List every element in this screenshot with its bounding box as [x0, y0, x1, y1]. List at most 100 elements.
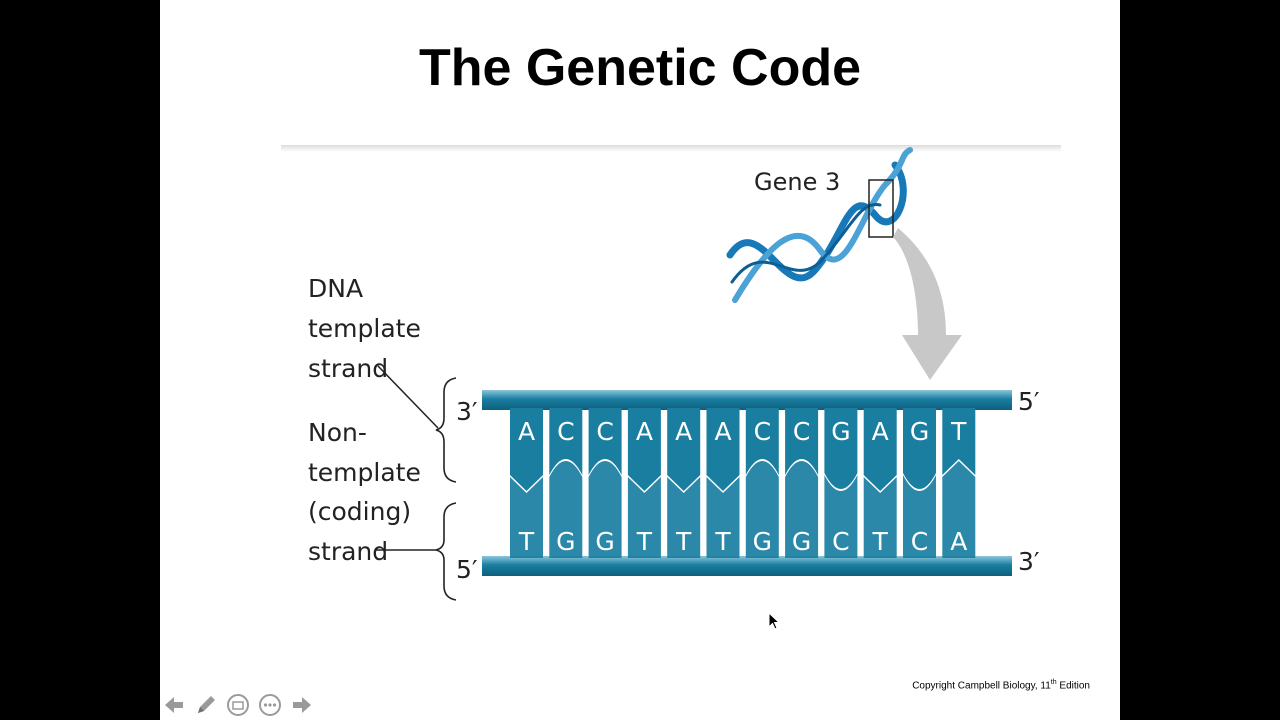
back-arrow-icon [165, 697, 183, 713]
copyright-suffix: Edition [1056, 680, 1090, 692]
template-base-letter: A [518, 417, 535, 446]
copyright-note: Copyright Campbell Biology, 11th Edition [912, 679, 1090, 691]
template-leader-line [377, 365, 439, 429]
coding-3-end-label: 3′ [1018, 547, 1040, 576]
coding-base-letter: C [911, 527, 928, 556]
template-base-block [785, 408, 819, 475]
forward-arrow-icon [293, 697, 311, 713]
coding-label-line-1: Non- [308, 418, 367, 447]
template-base-letter: T [950, 417, 967, 446]
mouse-cursor [768, 612, 781, 630]
template-base-block [824, 408, 858, 489]
coding-base-letter: A [950, 527, 967, 556]
coding-base-block [824, 475, 858, 558]
coding-base-block [863, 477, 897, 558]
coding-5-end-label: 5′ [456, 555, 478, 584]
template-base-letter: C [754, 417, 771, 446]
template-base-block [745, 408, 779, 475]
coding-label-line-4: strand [308, 537, 388, 566]
presenter-controls [162, 692, 314, 718]
coding-label-line-2: template [308, 458, 421, 487]
template-base-letter: C [596, 417, 613, 446]
coding-base-letter: C [832, 527, 849, 556]
template-base-letter: A [675, 417, 692, 446]
base-pair-7: CG [745, 408, 779, 558]
coding-base-letter: T [675, 527, 692, 556]
template-base-letter: A [872, 417, 889, 446]
coding-base-letter: T [636, 527, 653, 556]
slide-overview-button[interactable] [226, 693, 250, 717]
pen-icon [198, 696, 215, 713]
template-base-block [942, 408, 976, 475]
coding-strand-backbone [482, 556, 1012, 576]
coding-base-block [706, 477, 740, 558]
copyright-edition-sup: th [1050, 679, 1057, 686]
base-pair-3: CG [588, 408, 622, 558]
slides-icon [227, 694, 249, 716]
template-base-block [588, 408, 622, 475]
base-pair-1: AT [510, 408, 543, 558]
template-base-letter: A [636, 417, 653, 446]
template-base-letter: G [910, 417, 929, 446]
gene-region-box [868, 179, 894, 238]
coding-base-block [667, 477, 701, 558]
coding-base-letter: G [595, 527, 614, 556]
template-base-letter: A [714, 417, 731, 446]
template-label-line-3: strand [308, 354, 388, 383]
base-pair-12: TA [942, 408, 976, 558]
coding-base-letter: T [872, 527, 889, 556]
coding-base-block [942, 461, 976, 558]
template-base-letter: C [557, 417, 574, 446]
template-strand-backbone [482, 390, 1012, 410]
dna-helix [726, 147, 913, 303]
base-pair-10: AT [863, 408, 897, 558]
base-pair-2: CG [549, 408, 583, 558]
more-icon [259, 694, 281, 716]
base-pair-5: AT [667, 408, 701, 558]
coding-base-block [549, 461, 583, 558]
template-base-block [627, 408, 661, 491]
coding-base-letter: G [753, 527, 772, 556]
template-base-block [903, 408, 936, 489]
template-base-block [667, 408, 701, 491]
template-base-block [549, 408, 583, 475]
gene-label: Gene 3 [754, 168, 840, 196]
coding-brace [435, 502, 457, 601]
pen-tool-button[interactable] [194, 693, 218, 717]
template-label-line-1: DNA [308, 274, 363, 303]
copyright-text: Copyright Campbell Biology, 11 [912, 680, 1051, 692]
slide-title: The Genetic Code [418, 39, 862, 97]
template-base-block [863, 408, 897, 491]
base-pair-6: AT [706, 408, 740, 558]
template-base-letter: G [831, 417, 850, 446]
more-options-button[interactable] [258, 693, 282, 717]
template-base-block [706, 408, 740, 491]
zoom-arrow [893, 228, 962, 380]
template-base-letter: C [793, 417, 810, 446]
coding-base-block [627, 477, 661, 558]
previous-slide-button[interactable] [162, 693, 186, 717]
coding-base-letter: T [714, 527, 731, 556]
next-slide-button[interactable] [290, 693, 314, 717]
template-label-line-2: template [308, 314, 421, 343]
coding-base-block [785, 461, 819, 558]
base-pair-9: GC [824, 408, 858, 558]
coding-base-block [745, 461, 779, 558]
template-3-end-label: 3′ [456, 397, 478, 426]
base-pair-11: GC [903, 408, 936, 558]
template-base-block [510, 408, 543, 491]
base-pair-4: AT [627, 408, 661, 558]
coding-base-letter: G [792, 527, 811, 556]
coding-base-block [588, 461, 622, 558]
coding-base-letter: G [556, 527, 575, 556]
coding-base-block [510, 477, 543, 558]
base-pair-8: CG [785, 408, 819, 558]
coding-base-letter: T [518, 527, 535, 556]
title-divider [281, 145, 1061, 152]
coding-label-line-3: (coding) [308, 497, 411, 526]
template-brace [435, 377, 457, 483]
coding-base-block [903, 475, 936, 558]
template-5-end-label: 5′ [1018, 387, 1040, 416]
